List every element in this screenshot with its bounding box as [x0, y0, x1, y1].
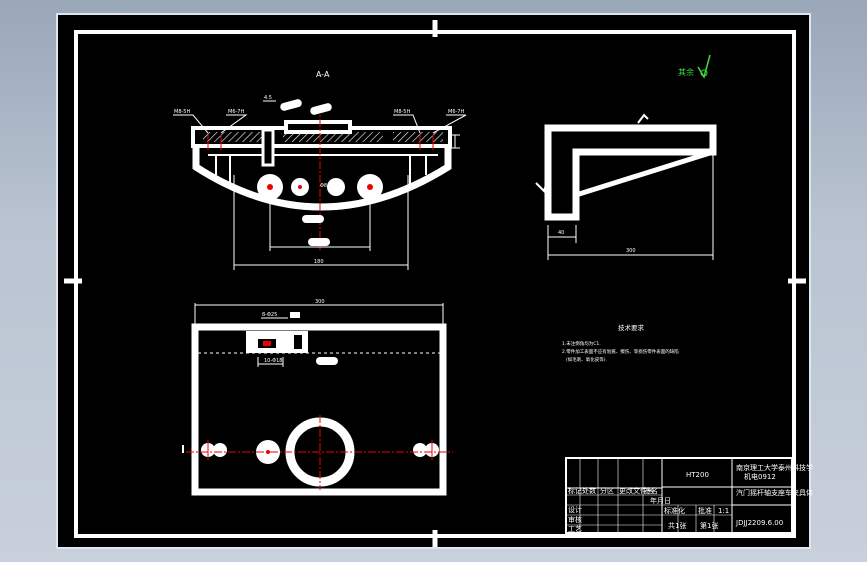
- cad-drawing: A-A M8-5H M6-7H M8-5H M6-7H: [64, 20, 813, 547]
- title-material: HT200: [686, 471, 709, 479]
- dim-slot-width: 10-Φ18: [264, 358, 282, 364]
- title-scale: 1:1: [718, 507, 729, 515]
- bracket-view: 其余 40 300: [535, 54, 717, 260]
- roughness-note: 其余: [678, 67, 694, 77]
- front-view: 300 8-Φ25 10-Φ18: [182, 299, 453, 496]
- title-role-design: 设计: [568, 505, 582, 514]
- bore-label-right-b: M6-7H: [448, 109, 464, 115]
- dim-bracket-width: 300: [626, 248, 636, 254]
- title-row-mark: 标记: [568, 486, 582, 495]
- title-row-date: 年月日: [650, 496, 671, 505]
- tech-req-item-1: 1.未注倒角均为C1.: [562, 340, 601, 347]
- dim-top-width: 300: [315, 299, 325, 305]
- section-label: A-A: [316, 70, 330, 79]
- technical-requirements: 技术要求 1.未注倒角均为C1. 2.零件加工表面不应有划痕、擦伤、等损伤零件表…: [562, 323, 679, 363]
- dim-phi: Φ8: [320, 183, 327, 189]
- title-row-zone: 分区: [600, 486, 614, 495]
- title-drawing-name: 汽门摇杆轴支座车夹具体: [736, 488, 813, 497]
- tech-req-item-2: 2.零件加工表面不应有划痕、擦伤、等损伤零件表面的缺陷: [562, 348, 679, 355]
- title-block: HT200 南京理工大学泰州科技学院 机电0912 汽门摇杆轴支座车夹具体 JD…: [565, 457, 813, 534]
- dim-bottom: 180: [314, 259, 324, 265]
- title-sheet-total: 共1张: [668, 521, 686, 530]
- title-drawing-number: JDJJ2209.6.00: [735, 519, 783, 527]
- bore-label-left-a: M8-5H: [174, 109, 190, 115]
- title-sheet-no: 第1张: [700, 521, 718, 530]
- tech-req-title: 技术要求: [618, 323, 645, 332]
- bore-label-right-a: M8-5H: [394, 109, 410, 115]
- dim-bracket-thickness: 40: [558, 230, 564, 236]
- title-role-approve: 批准: [698, 506, 712, 515]
- title-role-review: 审核: [568, 515, 582, 524]
- drawing-sheet: A-A M8-5H M6-7H M8-5H M6-7H: [56, 13, 813, 549]
- bore-label-left-b: M6-7H: [228, 109, 244, 115]
- dim-slot: 8-Φ25: [262, 312, 277, 318]
- title-row-change: 更改文件号: [619, 486, 654, 495]
- title-school: 南京理工大学泰州科技学院: [736, 463, 813, 472]
- title-row-sign: 签名: [644, 486, 658, 495]
- section-view: A-A M8-5H M6-7H M8-5H M6-7H: [173, 70, 467, 270]
- title-role-process: 工艺: [568, 525, 582, 533]
- title-role-standard: 标准化: [664, 506, 685, 515]
- dim-section-top: 4.5: [264, 95, 272, 101]
- title-row-count: 处数: [582, 486, 596, 495]
- title-dept: 机电0912: [744, 472, 776, 481]
- tech-req-item-3: (如毛刺、氧化皮等).: [566, 356, 607, 363]
